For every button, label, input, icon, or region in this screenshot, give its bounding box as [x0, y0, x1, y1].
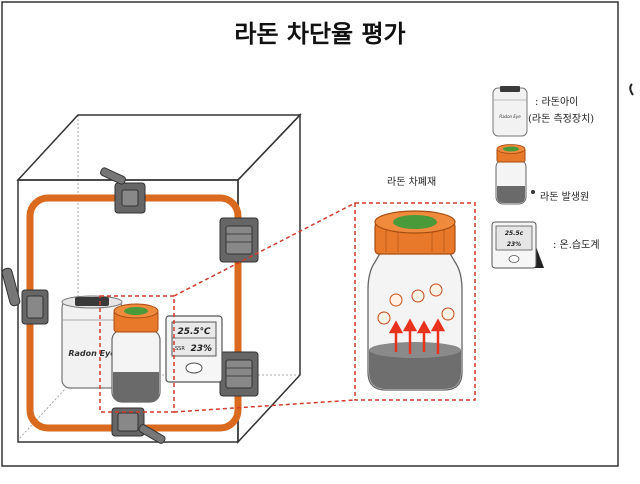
edge-hook-mark [629, 83, 634, 96]
radon-arrows [388, 318, 446, 354]
highlight-box-small [99, 295, 175, 413]
radon-eye-device: Radon Eye [61, 295, 123, 389]
legend-thermo-icon: 25.5c 23% [491, 221, 544, 269]
zoom-line-top [173, 202, 356, 297]
thermo-hum-prefix: SSR [175, 346, 185, 352]
svg-text:Radon Eye: Radon Eye [499, 114, 521, 119]
legend-radon-eye-icon: Radon Eye [492, 86, 528, 137]
legend-thermo-label: : 온.습도계 [553, 240, 600, 251]
svg-text:25.5c: 25.5c [505, 230, 524, 237]
thermo-temp-reading: 25.5℃ [177, 327, 211, 337]
diagram-title: 라돈 차단율 평가 [234, 20, 406, 48]
highlight-box-large [354, 202, 476, 401]
radon-eye-brand: Radon Eye [68, 349, 116, 358]
legend-radon-eye-desc: (라돈 측정장치) [528, 114, 595, 125]
radon-atoms [377, 283, 455, 325]
thermo-hum-reading: 23% [190, 344, 212, 354]
thermo-hygrometer-device: 25.5℃ SSR 23% [165, 315, 223, 383]
small-radon-jar [111, 303, 161, 403]
chamber-clamps [1, 167, 259, 444]
zoom-line-bottom [173, 399, 356, 413]
outer-border [1, 1, 619, 467]
legend-radon-source-label: 라돈 발생원 [540, 192, 590, 203]
legend-radon-eye-label: : 라돈아이 [535, 97, 579, 108]
radon-shield-label: 라돈 차폐재 [387, 177, 437, 188]
legend-radon-source-icon [495, 144, 535, 205]
svg-text:23%: 23% [507, 241, 521, 248]
